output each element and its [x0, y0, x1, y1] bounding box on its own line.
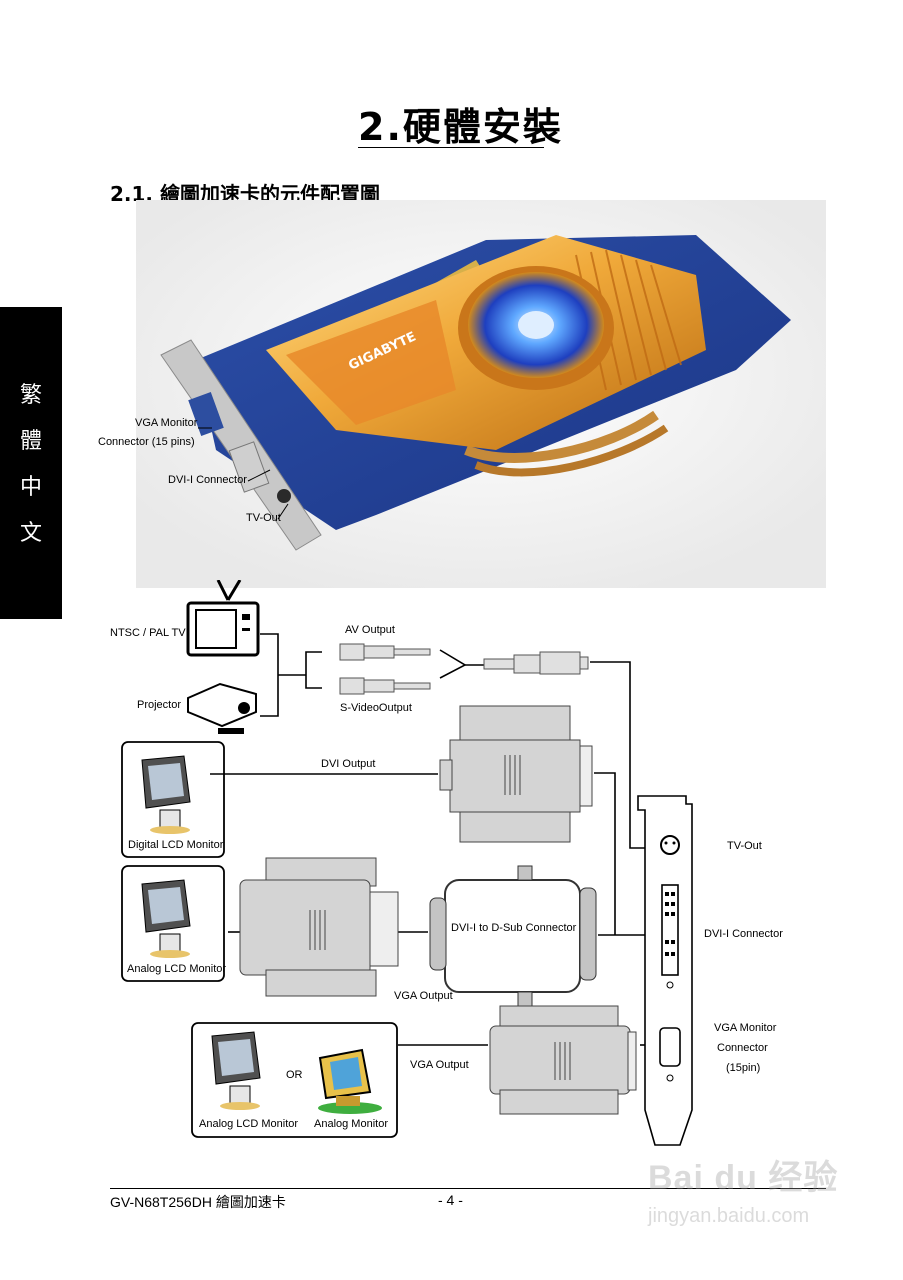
photo-leader-lines	[198, 427, 289, 520]
svideo-output-label: S-VideoOutput	[340, 702, 412, 714]
footer-rule	[110, 1188, 826, 1189]
analog-lcd-icon-2	[211, 1031, 261, 1110]
language-char: 體	[19, 429, 42, 454]
language-char: 文	[19, 521, 42, 546]
vga-output-label-2: VGA Output	[410, 1059, 469, 1071]
analog-lcd-label-2: Analog LCD Monitor	[199, 1118, 299, 1130]
dvi-output-label: DVI Output	[321, 758, 376, 770]
svideo-cable	[339, 677, 431, 695]
language-tab: 繁 體 中 文	[0, 307, 62, 619]
dvi-dsub-label: DVI-I to D-Sub Connector	[451, 922, 577, 934]
tv-label: NTSC / PAL TV	[110, 627, 186, 639]
footer-model: GV-N68T256DH 繪圖加速卡	[110, 1194, 286, 1210]
analog-monitor-label: Analog Monitor	[314, 1118, 388, 1130]
vga-connector-pins-label: Connector (15 pins)	[98, 436, 195, 448]
vga-output-label: VGA Output	[394, 990, 453, 1002]
bracket-tvout-label: TV-Out	[727, 840, 762, 852]
tvout-label: TV-Out	[246, 512, 281, 524]
or-label: OR	[286, 1069, 303, 1081]
dvi-connector-plug	[439, 705, 593, 843]
page-title: 2.硬體安裝	[358, 105, 563, 149]
language-char: 繁	[19, 383, 42, 408]
page-number: - 4 -	[438, 1192, 463, 1208]
baidu-watermark: Bai du 经验 jingyan.baidu.com	[648, 1150, 848, 1246]
analog-lcd-icon	[141, 879, 191, 958]
projector-label: Projector	[137, 699, 182, 711]
bracket-vga-label-1: VGA Monitor	[714, 1022, 777, 1034]
digital-lcd-label: Digital LCD Monitor	[128, 839, 224, 851]
crt-monitor-icon	[318, 1048, 382, 1114]
dvi-dsub-adapter	[429, 865, 597, 1007]
analog-lcd-label: Analog LCD Monitor	[127, 963, 227, 975]
title-underline	[358, 147, 544, 148]
vga-plug-middle	[239, 857, 399, 997]
vga-connector-label: VGA Monitor	[135, 417, 198, 429]
bracket-dvi-label: DVI-I Connector	[704, 928, 783, 940]
av-cable	[339, 643, 431, 661]
av-output-label: AV Output	[345, 624, 395, 636]
watermark-brand: Bai du 经验	[648, 1159, 839, 1197]
card-bracket	[637, 795, 693, 1146]
digital-lcd-icon	[141, 755, 191, 834]
connection-diagram	[121, 580, 693, 1146]
language-char: 中	[19, 475, 42, 500]
vga-plug-bottom	[489, 1005, 637, 1115]
projector-icon	[187, 682, 257, 734]
tv-icon	[186, 580, 260, 657]
bracket-vga-label-3: (15pin)	[726, 1062, 761, 1074]
watermark-url: jingyan.baidu.com	[648, 1205, 810, 1227]
dvi-connector-label: DVI-I Connector	[168, 474, 247, 486]
graphics-card-photo: GIGABYTE	[136, 200, 826, 588]
tvout-cable	[483, 651, 589, 675]
bracket-vga-label-2: Connector	[717, 1042, 768, 1054]
